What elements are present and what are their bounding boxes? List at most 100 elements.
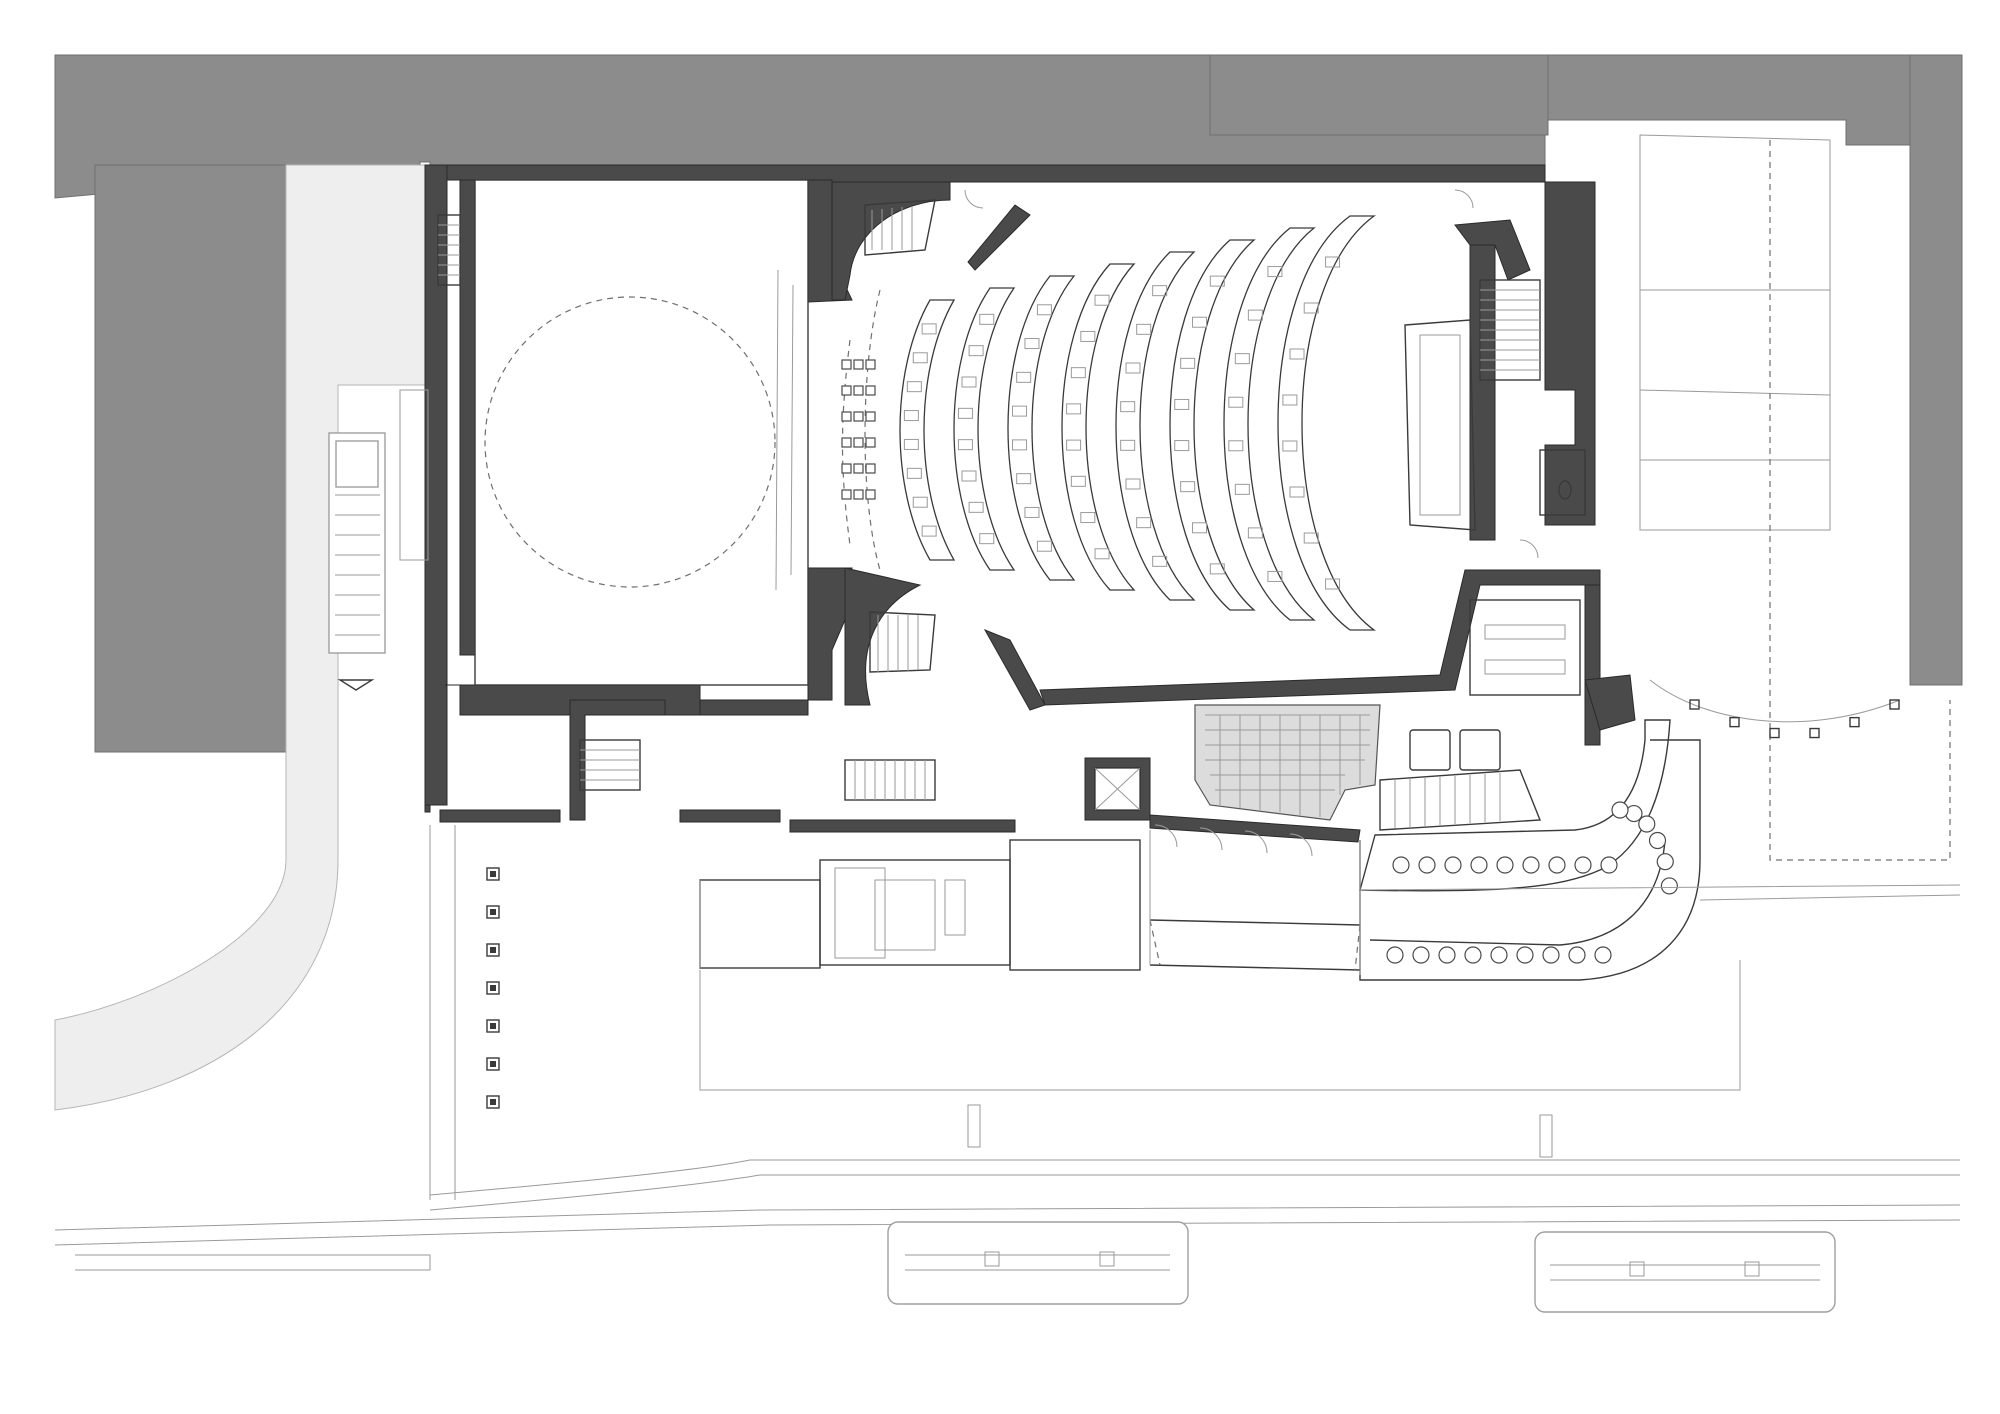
cafe-chair	[1611, 801, 1629, 819]
seat	[1325, 256, 1341, 268]
orchestra-pit-line	[864, 289, 881, 571]
bollard-core	[490, 1061, 496, 1067]
bollard	[486, 1095, 500, 1109]
bollard	[486, 981, 500, 995]
entrance-glazing	[1149, 919, 1361, 926]
seat	[1024, 506, 1040, 518]
seat	[1012, 439, 1028, 451]
seat-row	[1277, 215, 1376, 631]
plaza-light	[1729, 716, 1740, 728]
bollard-core	[490, 985, 496, 991]
cafe-stool	[1470, 856, 1488, 874]
lobby-north-wall	[699, 699, 809, 716]
seat	[1136, 323, 1152, 335]
facade-mullions	[699, 830, 1361, 975]
seat	[1174, 398, 1190, 410]
seat	[1234, 353, 1250, 365]
cafe-chair	[1656, 853, 1674, 871]
seat-row	[1007, 275, 1076, 581]
west-staircase-icon	[579, 739, 641, 791]
cafe-chair	[1542, 946, 1560, 964]
bollard-core	[490, 1099, 496, 1105]
pit-seating	[841, 359, 876, 500]
entrance-threshold	[1149, 964, 1361, 971]
road-edge-1	[54, 1204, 1961, 1231]
seat	[1036, 540, 1052, 552]
seat	[1234, 483, 1250, 495]
bollard	[486, 1019, 500, 1033]
seat	[1289, 348, 1305, 360]
foyer-steps-icon	[1379, 769, 1542, 831]
seat	[1152, 285, 1168, 297]
seat	[921, 323, 937, 335]
kerb-line-2	[429, 1174, 1960, 1211]
cafe-chair	[1490, 946, 1508, 964]
kerb-line-1	[429, 1159, 1960, 1196]
seat	[1066, 439, 1082, 451]
seat	[1267, 266, 1283, 278]
stage-back-wall	[459, 179, 476, 656]
pit-table	[865, 385, 876, 396]
pit-table	[865, 489, 876, 500]
pit-table	[853, 411, 864, 422]
seat	[957, 439, 973, 451]
seat	[1070, 367, 1086, 379]
foyer-staircase-icon	[844, 759, 936, 801]
east-plaza	[1639, 134, 1831, 531]
south-facade-wall-f	[1149, 814, 1361, 843]
seat	[1228, 396, 1244, 408]
cafe-chair	[1438, 946, 1456, 964]
bus-vent	[1744, 1261, 1760, 1277]
pit-table	[841, 359, 852, 370]
south-facade-wall-a	[439, 809, 561, 823]
bollard	[486, 905, 500, 919]
seat	[912, 496, 928, 508]
cafe-table-icon	[1409, 729, 1451, 771]
east-plaza-curve	[1649, 679, 1901, 723]
seat	[968, 501, 984, 513]
pit-table	[853, 463, 864, 474]
wc-icon	[1558, 480, 1572, 500]
auditorium-north-wall	[967, 204, 1031, 271]
stage-turntable-icon	[484, 296, 776, 588]
cafe-stool	[1574, 856, 1592, 874]
service-lane	[54, 164, 426, 1111]
seat	[957, 407, 973, 419]
seat	[1303, 302, 1319, 314]
seat	[979, 313, 995, 325]
bollard	[486, 867, 500, 881]
plaza-light	[1689, 699, 1700, 710]
seat	[1125, 478, 1141, 490]
auditorium-seating	[841, 215, 1376, 631]
bar-counter	[1484, 624, 1566, 640]
east-plaza-lines	[1639, 289, 1831, 461]
south-staircase-icon	[869, 611, 936, 673]
seat	[1120, 439, 1136, 451]
lift-lobby	[834, 867, 886, 959]
stage-floor	[474, 179, 809, 686]
side-stage-screen	[399, 389, 429, 561]
truck-cab	[335, 440, 379, 488]
seat-row	[1115, 251, 1196, 601]
seat	[903, 438, 919, 450]
road-edge-2	[54, 1219, 1961, 1246]
cafe-chair	[1648, 831, 1667, 850]
seat	[1080, 512, 1096, 524]
bus-vent	[1099, 1251, 1115, 1267]
seat	[1080, 330, 1096, 342]
wc-room	[1539, 449, 1586, 516]
corner-column	[1584, 674, 1636, 731]
seat	[1180, 357, 1196, 369]
cafe-stool	[1444, 856, 1462, 874]
forecourt-bollards	[486, 867, 500, 1109]
seat	[1209, 563, 1225, 575]
bus-vent	[1629, 1261, 1645, 1277]
seat	[906, 467, 922, 479]
street-bollard	[967, 1104, 981, 1148]
pit-table	[841, 385, 852, 396]
seat	[961, 470, 977, 482]
seat	[1303, 532, 1319, 544]
seat	[1094, 548, 1110, 560]
bar-area	[1469, 599, 1581, 696]
